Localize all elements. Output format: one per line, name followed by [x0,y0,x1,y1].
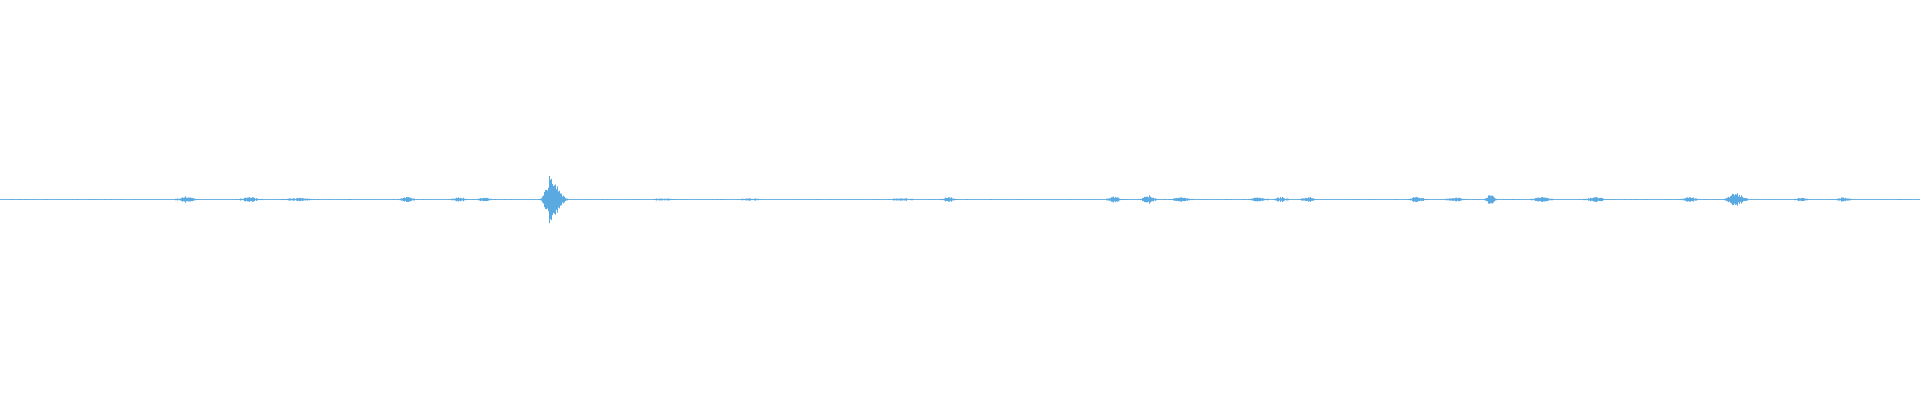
waveform-path [0,175,1920,224]
